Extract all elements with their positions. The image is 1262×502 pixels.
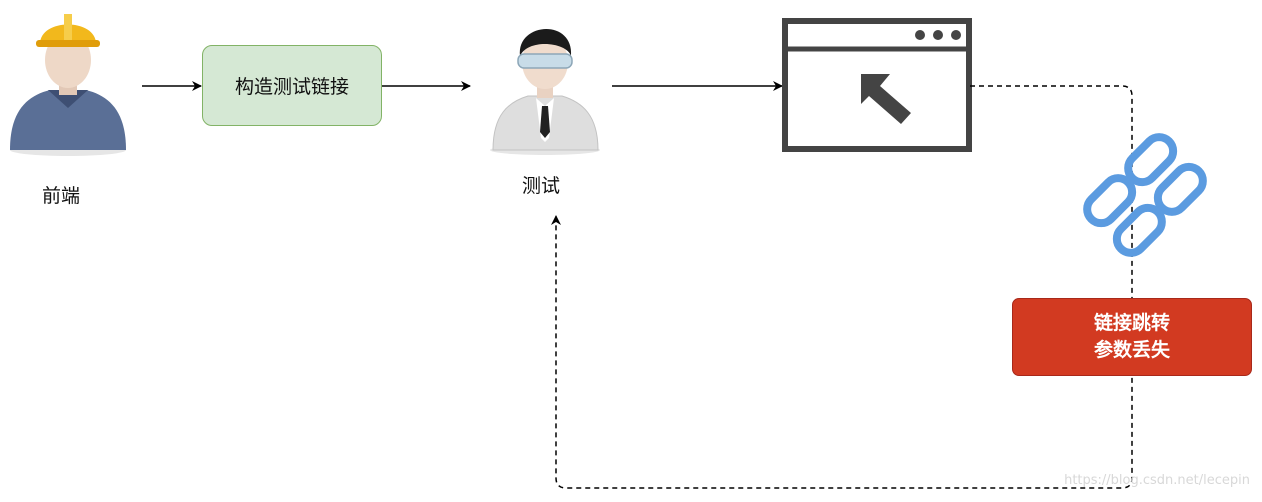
warning-node: 链接跳转 参数丢失 — [1012, 298, 1252, 376]
warning-line-1: 链接跳转 — [1093, 312, 1170, 334]
frontend-label: 前端 — [42, 185, 80, 207]
warning-line-2: 参数丢失 — [1093, 339, 1170, 361]
worker-icon — [10, 14, 126, 156]
construct-test-link-label: 构造测试链接 — [234, 76, 349, 98]
edge-browser-to-tester-dashed — [551, 85, 1133, 489]
cursor-icon — [861, 74, 911, 124]
link-icon — [1083, 133, 1207, 257]
tester-label: 测试 — [522, 175, 560, 197]
watermark: https://blog.csdn.net/lecepin — [1064, 473, 1250, 488]
tester-icon — [490, 28, 600, 155]
browser-window-icon — [782, 18, 972, 152]
construct-test-link-node: 构造测试链接 — [202, 45, 382, 126]
